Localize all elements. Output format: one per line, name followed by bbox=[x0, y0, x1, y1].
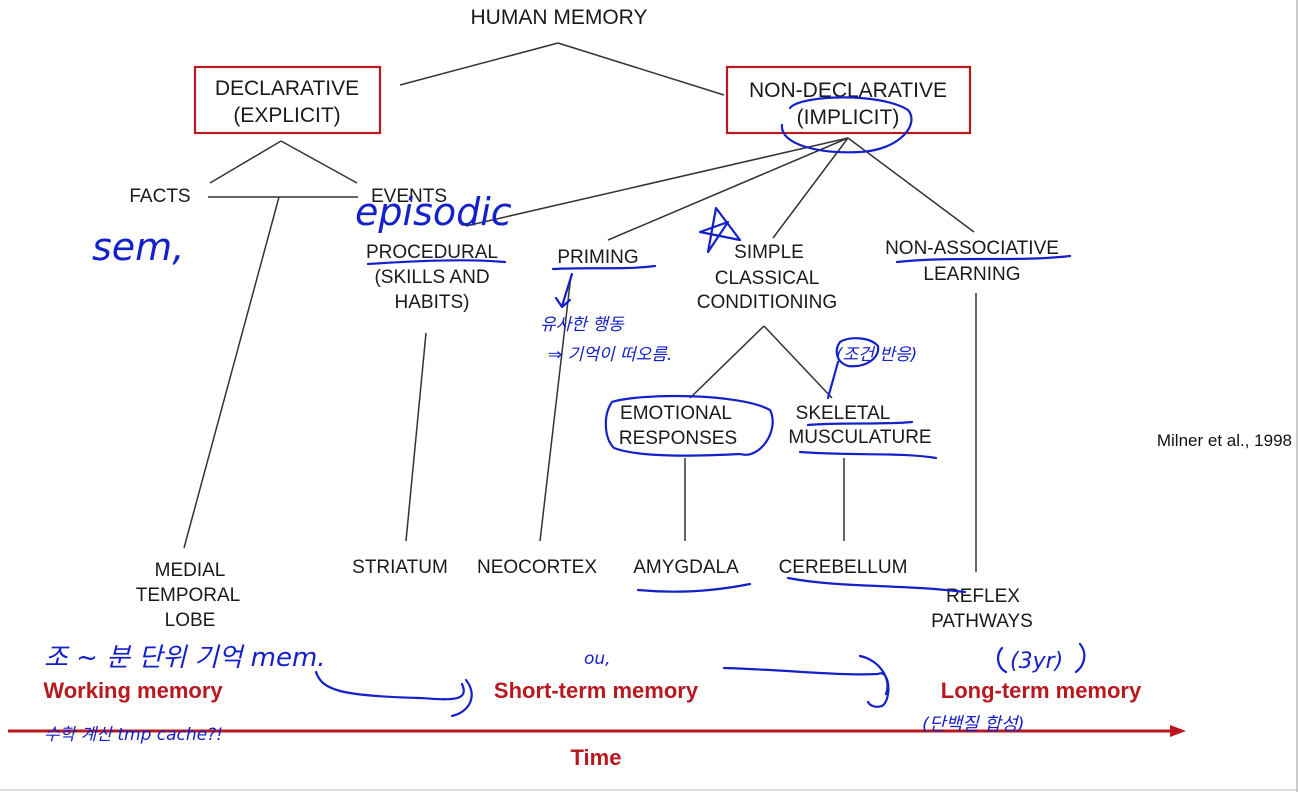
sem-note: sem, bbox=[92, 225, 184, 269]
medial-temporal-line-3: LOBE bbox=[165, 610, 216, 631]
amygdala-underline bbox=[636, 582, 752, 593]
condition-note: (조건 반응) bbox=[836, 345, 917, 365]
skeletal-underline bbox=[806, 420, 914, 427]
long-term-memory-label: Long-term memory bbox=[941, 678, 1142, 703]
striatum-node: STRIATUM bbox=[352, 557, 448, 578]
simple-classical-line-1: SIMPLE bbox=[734, 242, 804, 263]
handwritten-annotations: episodic sem, 유사한 행동 ⇒ 기억이 떠오름. (조건 반응) … bbox=[44, 96, 1086, 745]
non-associative-underline bbox=[895, 254, 1072, 264]
long-note-2: (단백질 합성) bbox=[922, 714, 1025, 735]
procedural-node: PROCEDURAL (SKILLS AND HABITS) bbox=[366, 242, 498, 313]
priming-underline bbox=[551, 264, 657, 271]
priming-note-2: ⇒ 기억이 떠오름. bbox=[548, 345, 672, 365]
facts-node: FACTS bbox=[129, 186, 190, 207]
long-term-bracket bbox=[996, 642, 1086, 674]
non-declarative-node: NON-DECLARATIVE (IMPLICIT) bbox=[725, 65, 972, 135]
mtl-note: 조 ~ 분 단위 기억 mem. bbox=[44, 643, 326, 673]
long-note-1: (3yr) bbox=[1010, 649, 1063, 674]
condition-circle bbox=[835, 337, 880, 368]
medial-temporal-line-2: TEMPORAL bbox=[136, 585, 241, 606]
events-node: EVENTS bbox=[371, 186, 447, 207]
declarative-sublabel: (EXPLICIT) bbox=[233, 104, 340, 127]
short-term-memory-label: Short-term memory bbox=[494, 678, 699, 703]
declarative-label: DECLARATIVE bbox=[215, 77, 359, 100]
diagram-edges bbox=[183, 42, 977, 572]
episodic-note: episodic bbox=[355, 190, 512, 234]
priming-node: PRIMING bbox=[557, 247, 638, 268]
neocortex-node: NEOCORTEX bbox=[477, 557, 597, 578]
skeletal-node: SKELETAL MUSCULATURE bbox=[788, 403, 931, 448]
emotional-node: EMOTIONAL RESPONSES bbox=[619, 403, 737, 449]
non-associative-line-1: NON-ASSOCIATIVE bbox=[885, 238, 1059, 259]
simple-classical-line-3: CONDITIONING bbox=[697, 292, 837, 313]
non-declarative-sublabel: (IMPLICIT) bbox=[797, 106, 900, 129]
working-note: 수학 계산 tmp cache?! bbox=[44, 725, 223, 745]
working-to-short-arrow bbox=[314, 670, 473, 718]
reflex-line-2: PATHWAYS bbox=[931, 611, 1033, 632]
cerebellum-node: CEREBELLUM bbox=[779, 557, 908, 578]
non-associative-node: NON-ASSOCIATIVE LEARNING bbox=[885, 238, 1059, 285]
non-associative-line-2: LEARNING bbox=[923, 264, 1020, 285]
reflex-node: REFLEX PATHWAYS bbox=[931, 586, 1033, 632]
musculature-underline bbox=[798, 450, 938, 460]
short-to-long-arrow bbox=[722, 654, 890, 708]
skeletal-line-1: SKELETAL bbox=[796, 403, 891, 424]
medial-temporal-node: MEDIAL TEMPORAL LOBE bbox=[136, 560, 241, 631]
emotional-line-2: RESPONSES bbox=[619, 428, 737, 449]
emotional-line-1: EMOTIONAL bbox=[620, 403, 732, 424]
timeline-arrow-icon bbox=[1170, 725, 1186, 737]
procedural-line-1: PROCEDURAL bbox=[366, 242, 498, 263]
simple-classical-node: SIMPLE CLASSICAL CONDITIONING bbox=[697, 242, 837, 313]
non-declarative-label: NON-DECLARATIVE bbox=[749, 79, 947, 102]
skeletal-line-2: MUSCULATURE bbox=[788, 427, 931, 448]
simple-classical-line-2: CLASSICAL bbox=[715, 268, 820, 289]
priming-note-1: 유사한 행동 bbox=[540, 315, 625, 335]
procedural-underline bbox=[366, 259, 507, 266]
procedural-line-2: (SKILLS AND bbox=[374, 267, 489, 288]
citation: Milner et al., 1998 bbox=[1157, 431, 1292, 450]
reflex-line-1: REFLEX bbox=[946, 586, 1020, 607]
condition-arrow bbox=[826, 360, 840, 400]
amygdala-node: AMYGDALA bbox=[633, 557, 739, 578]
short-note: ou, bbox=[584, 649, 611, 669]
cerebellum-underline bbox=[786, 576, 967, 594]
priming-arrow-icon bbox=[554, 272, 574, 309]
diagram-title: HUMAN MEMORY bbox=[471, 6, 648, 29]
time-axis-label: Time bbox=[571, 745, 622, 770]
implicit-circle bbox=[780, 96, 913, 154]
working-memory-label: Working memory bbox=[43, 678, 223, 703]
star-icon bbox=[698, 206, 742, 254]
timeline: Working memory Short-term memory Long-te… bbox=[8, 678, 1186, 770]
declarative-node: DECLARATIVE (EXPLICIT) bbox=[193, 65, 382, 135]
medial-temporal-line-1: MEDIAL bbox=[155, 560, 226, 581]
emotional-circle bbox=[604, 394, 774, 457]
procedural-line-3: HABITS) bbox=[395, 292, 470, 313]
